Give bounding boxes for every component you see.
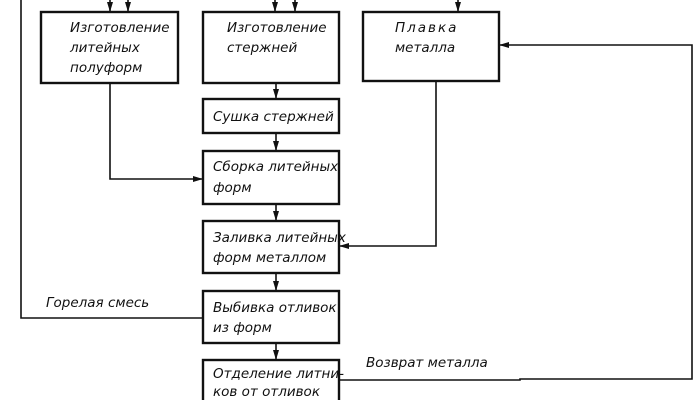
box-text: форм: [213, 180, 252, 196]
box-gate-removal: Отделение литни- ков от отливок: [201, 358, 344, 400]
box-text: Сборка литейных: [213, 159, 339, 175]
box-mold-halves: Изготовление литейных полуформ: [39, 10, 180, 85]
box-text: Сушка стержней: [213, 109, 334, 125]
mold-halves-to-assembly-arrow: [109, 83, 203, 182]
box-text: Изготовление: [70, 20, 170, 36]
box-text: Плавка: [395, 20, 458, 36]
metal-to-pouring-arrow: [339, 82, 437, 249]
connectors: [20, 0, 693, 381]
box-mold-assembly: Сборка литейных форм: [201, 149, 341, 206]
box-text: Выбивка отливок: [213, 300, 337, 316]
box-text: из форм: [213, 320, 272, 336]
box-text: металла: [395, 40, 455, 56]
box-pouring: Заливка литейных форм металлом: [201, 219, 347, 275]
box-core-drying: Сушка стержней: [201, 97, 341, 135]
box-melting: Плавка металла: [361, 10, 501, 83]
box-shakeout: Выбивка отливок из форм: [201, 289, 341, 345]
box-text: ков от отливок: [213, 384, 321, 400]
burnt-sand-label: Горелая смесь: [46, 295, 149, 311]
box-text: Заливка литейных: [213, 230, 347, 246]
burnt-sand-return-line: [20, 0, 203, 319]
box-text: Отделение литни-: [213, 366, 344, 382]
metal-return-arrow: [339, 42, 693, 381]
box-text: форм металлом: [213, 250, 326, 266]
box-text: полуформ: [70, 60, 142, 76]
box-text: литейных: [69, 40, 141, 56]
metal-return-label: Возврат металла: [366, 355, 488, 371]
box-text: стержней: [227, 40, 297, 56]
box-text: Изготовление: [227, 20, 327, 36]
box-cores: Изготовление стержней: [201, 10, 341, 85]
